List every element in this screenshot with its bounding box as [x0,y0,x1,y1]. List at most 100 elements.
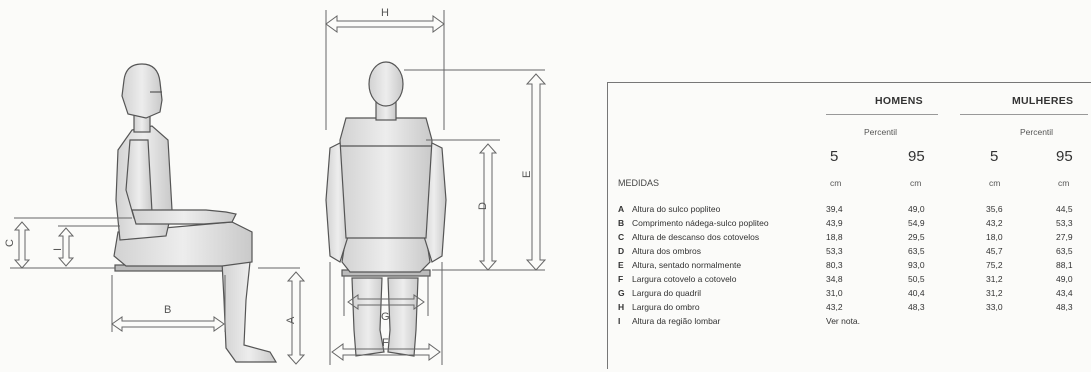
label-h: H [381,7,389,19]
cell-value: 31,2 [986,274,1003,284]
cell-value: 35,6 [986,204,1003,214]
row-letter: D [618,246,625,256]
group-header-mulheres: MULHERES [1012,95,1074,107]
row-letter: F [618,274,624,284]
row-letter: B [618,218,625,228]
cell-value: 29,5 [908,232,925,242]
medidas-label: MEDIDAS [618,178,660,188]
unit-label: cm [830,178,842,188]
label-b: B [164,304,171,316]
dimension-a [258,267,306,365]
cell-value: 43,9 [826,218,843,228]
side-forearm [131,209,237,225]
cell-value: 43,2 [826,302,843,312]
cell-value: 53,3 [826,246,843,256]
percentile-header: 95 [908,148,925,165]
label-i: I [52,248,64,251]
cell-value: 54,9 [908,218,925,228]
row-label: Largura do ombro [632,302,700,312]
cell-value: 88,1 [1056,260,1073,270]
cell-value: 48,3 [908,302,925,312]
cell-value: 31,2 [986,288,1003,298]
cell-value: 18,8 [826,232,843,242]
front-torso [339,117,433,239]
cell-value: 39,4 [826,204,843,214]
cell-value: 48,3 [1056,302,1073,312]
homens-rule [826,114,938,115]
row-label: Altura dos ombros [632,246,701,256]
cell-value: 45,7 [986,246,1003,256]
label-c: C [4,239,16,247]
row-note: Ver nota. [826,316,861,326]
row-label: Largura cotovelo a cotovelo [632,274,737,284]
cell-value: 53,3 [1056,218,1073,228]
dimension-c [10,217,132,269]
cell-value: 49,0 [908,204,925,214]
row-label: Altura de descanso dos cotovelos [632,232,760,242]
anthropometric-figure: C I B A [4,7,547,365]
dimension-g [343,276,429,316]
cell-value: 93,0 [908,260,925,270]
cell-value: 27,9 [1056,232,1073,242]
side-head [121,63,163,119]
dimension-b [111,275,226,332]
unit-label: cm [989,178,1001,188]
front-head [368,61,404,107]
table-row: I Altura da região lombar Ver nota. [608,316,1091,329]
row-label: Altura do sulco popliteo [632,204,721,214]
table-row: D Altura dos ombros 53,3 63,5 45,7 63,5 [608,246,1091,259]
side-view-figure [113,63,278,363]
dimension-i [57,225,120,267]
percentile-header: 5 [990,148,999,165]
table-row: C Altura de descanso dos cotovelos 18,8 … [608,232,1091,245]
row-label: Altura da região lombar [632,316,721,326]
dimension-e [404,69,547,271]
row-label: Altura, sentado normalmente [632,260,742,270]
label-d: D [477,202,489,210]
unit-label: cm [1058,178,1070,188]
measurements-table: HOMENS MULHERES Percentil Percentil 5 95… [607,82,1091,369]
cell-value: 49,0 [1056,274,1073,284]
cell-value: 40,4 [908,288,925,298]
group-header-homens: HOMENS [875,95,923,107]
percentile-header: 95 [1056,148,1073,165]
cell-value: 75,2 [986,260,1003,270]
cell-value: 18,0 [986,232,1003,242]
table-row: A Altura do sulco popliteo 39,4 49,0 35,… [608,204,1091,217]
cell-value: 63,5 [908,246,925,256]
front-left-leg [351,277,385,357]
row-letter: A [618,204,625,214]
label-a: A [285,316,297,324]
cell-value: 34,8 [826,274,843,284]
row-label: Largura do quadril [632,288,701,298]
row-letter: I [618,316,621,326]
unit-label: cm [910,178,922,188]
table-row: B Comprimento nádega-sulco popliteo 43,9… [608,218,1091,231]
dimension-f [329,262,443,365]
cell-value: 33,0 [986,302,1003,312]
cell-value: 43,2 [986,218,1003,228]
cell-value: 50,5 [908,274,925,284]
label-e: E [521,171,533,178]
row-letter: C [618,232,625,242]
cell-value: 44,5 [1056,204,1073,214]
label-g: G [381,311,390,323]
percentil-label-mulheres: Percentil [1020,127,1054,137]
cell-value: 31,0 [826,288,843,298]
table-row: G Largura do quadril 31,0 40,4 31,2 43,4 [608,288,1091,301]
side-lower-leg [221,261,278,363]
front-view-figure [325,61,447,357]
table-row: H Largura do ombro 43,2 48,3 33,0 48,3 [608,302,1091,315]
table-row: E Altura, sentado normalmente 80,3 93,0 … [608,260,1091,273]
cell-value: 63,5 [1056,246,1073,256]
label-f: F [382,337,389,349]
front-right-leg [387,277,419,357]
row-letter: G [618,288,625,298]
percentile-header: 5 [830,148,839,165]
percentil-label-homens: Percentil [864,127,898,137]
mulheres-rule [960,114,1088,115]
row-letter: E [618,260,624,270]
cell-value: 43,4 [1056,288,1073,298]
row-letter: H [618,302,625,312]
table-row: F Largura cotovelo a cotovelo 34,8 50,5 … [608,274,1091,287]
